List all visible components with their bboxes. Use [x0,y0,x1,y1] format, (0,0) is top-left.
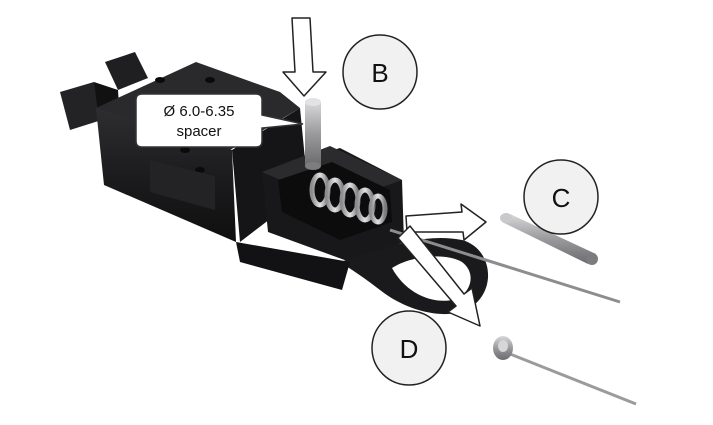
cable-with-barrel [389,213,621,304]
spacer-pin [305,98,321,170]
compression-spring [309,172,388,225]
mount-hole [180,147,190,153]
mount-hole [205,77,215,83]
left-jaw-upper [105,52,148,90]
label-b: B [342,34,418,110]
cable-with-nipple [493,336,637,406]
label-d-circle [371,310,447,386]
label-d-text: D [400,334,419,364]
arrow-c-right [405,203,487,241]
barrel-end [502,214,596,264]
arrow-d-diagonal [397,225,481,327]
label-d: D [371,310,447,386]
callout-bubble [135,93,304,148]
label-c: C [523,159,599,235]
lower-base [236,242,350,290]
label-c-text: C [552,183,571,213]
callout-line-1: Ø 6.0-6.35 [164,103,235,120]
label-c-circle [523,159,599,235]
label-b-text: B [371,58,388,88]
mount-hole [155,77,165,83]
clamp-device [60,52,489,315]
spacer-callout: Ø 6.0-6.35 spacer [135,93,304,148]
arrow-b-down [282,17,327,97]
callout-line-2: spacer [176,123,221,140]
embossed-logo [150,160,215,210]
mount-hole [195,167,205,173]
label-b-circle [342,34,418,110]
